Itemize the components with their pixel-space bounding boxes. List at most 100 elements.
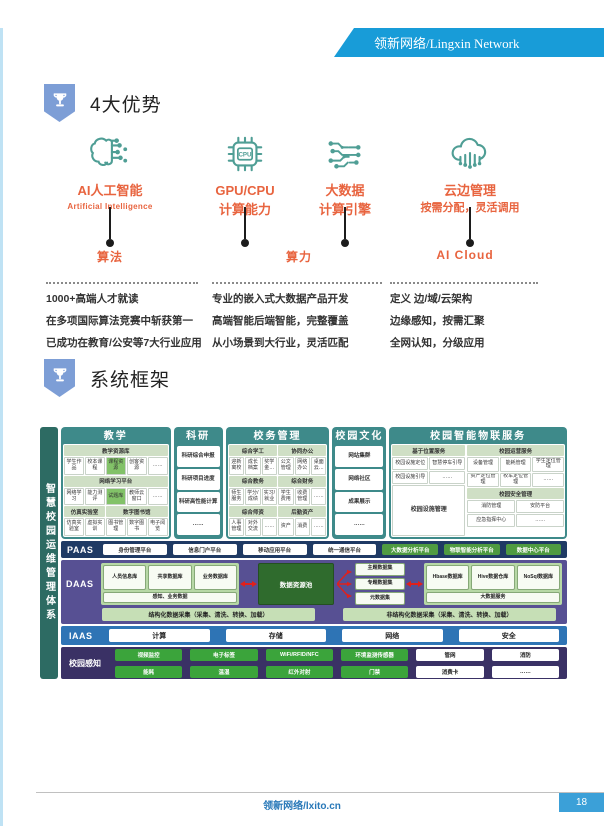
module-cell: …… <box>532 472 564 487</box>
module-cell: 校车定位管理 <box>499 472 532 487</box>
module-cell: …… <box>516 514 564 527</box>
column-research: 科研 科研综合申报科研项目进度科研高性能计算…… <box>173 427 223 539</box>
module-cell: 安防平台 <box>516 500 564 513</box>
data-resource-pool: 数据资源池 <box>258 563 334 605</box>
dataset-stack: 主题数据集专题数据集元数据集 <box>355 563 405 606</box>
module-cell: 师生服务 <box>228 487 245 506</box>
detail-line: 已成功在教育/公安等7大行业应用 <box>46 337 202 350</box>
advantage-detail-block: 定义 边/域/云架构 边缘感知，按需汇聚 全网认知，分级应用 <box>390 282 538 359</box>
column-body: 教学资源库 学生作品校本课程课程资源创客资源…… 网络学习平台 网络学习能力测评… <box>63 444 169 537</box>
module-cell: 创客资源 <box>126 457 147 475</box>
module-cell: 桌面云… <box>310 457 327 475</box>
column-iot: 校园智能物联服务 基于位置服务 校园设施定位智慧停车引导校园设施引导…… 校园设… <box>389 427 567 539</box>
module-cell: …… <box>176 514 220 535</box>
company-name: 领新网络/Lingxin Network <box>374 36 520 51</box>
brain-circuit-icon <box>25 130 195 178</box>
band-header: 综合财务 <box>278 475 327 487</box>
layer-label: PAAS <box>67 544 94 555</box>
column-header: 校园智能物联服务 <box>430 431 527 442</box>
advantage-ai: AI人工智能 Artificial Intelligence <box>25 130 195 212</box>
cell-row: 人事管理对外交流……资产消费…… <box>228 518 327 537</box>
left-edge-strip <box>0 28 3 826</box>
module-cell: 奖学金… <box>261 457 278 475</box>
system-framework-diagram: 智慧校园运维管理体系 教学 教学资源库 学生作品校本课程课程资源创客资源…… 网… <box>40 427 567 679</box>
platform-pill: 物联智能分析平台 <box>443 544 500 555</box>
module-cell: 智慧停车引导 <box>429 457 466 470</box>
module-cell: 成果展示 <box>335 491 384 513</box>
band-header: 综合学工 <box>228 445 278 456</box>
unstructured-collection-bar: 非结构化数据采集（采集、清洗、转换、加载） <box>343 608 556 621</box>
band-header: 网络学习平台 <box>64 475 168 487</box>
database-cell: Hive数据仓库 <box>471 565 515 590</box>
platform-pill: 信息门户平台 <box>172 544 237 555</box>
band-header: 综合教务 <box>228 475 278 487</box>
detail-line: 边缘感知，按需汇聚 <box>390 315 485 328</box>
advantages-grid: AI人工智能 Artificial Intelligence CPU GPU/C… <box>0 0 604 360</box>
paas-layer: PAAS 身份管理平台信息门户平台移动应用平台统一通信平台大数据分析平台物联智能… <box>61 541 567 558</box>
module-cell: 仿真实验室 <box>64 518 84 537</box>
detail-line: 在多项国际算法竞赛中斩获第一 <box>46 315 193 328</box>
resource-cell: 网络 <box>342 629 443 642</box>
connector-stem <box>241 207 249 247</box>
module-cell: 科研高性能计算 <box>176 491 220 513</box>
detail-line: 专业的嵌入式大数据产品开发 <box>212 293 349 305</box>
layer-label: DAAS <box>66 579 94 589</box>
platform-pill: 数据中心平台 <box>505 544 562 555</box>
big-data-circuit-icon <box>260 130 430 178</box>
section-title: 4大优势 <box>90 94 162 116</box>
node-label-computing-power: 算力 <box>285 250 313 264</box>
advantage-subtitle: Artificial Intelligence <box>67 201 153 211</box>
module-cell: 资产定位管理 <box>467 472 499 487</box>
diagram-main: 教学 教学资源库 学生作品校本课程课程资源创客资源…… 网络学习平台 网络学习能… <box>61 427 567 679</box>
footer-site: 领新网络/lxito.cn <box>263 801 341 812</box>
module-cell: 网络办公 <box>294 457 310 475</box>
cell-grid: 设备管理能耗管理学生定位管理资产定位管理校车定位管理…… <box>467 457 564 487</box>
layer-label: IAAS <box>69 630 93 641</box>
module-cell: 学生作品 <box>64 457 84 475</box>
iot-right-panel: 校园运营服务 设备管理能耗管理学生定位管理资产定位管理校车定位管理…… 校园安全… <box>467 445 564 536</box>
column-header: 科研 <box>186 431 211 442</box>
advantage-cloud-edge: 云边管理 按需分配，灵活调用 <box>385 130 555 217</box>
red-double-arrow <box>406 580 423 587</box>
sensor-pill: 电子标签 <box>190 648 258 661</box>
column-admin: 校务管理 综合学工 协同办公 迎新离校成长档案奖学金…公文管理网络办公桌面云… … <box>225 427 330 539</box>
red-fan-arrows <box>337 563 352 605</box>
sensor-pill: 能耗 <box>115 665 183 678</box>
dataset-cell: 专题数据集 <box>355 577 405 591</box>
advantage-detail-block: 专业的嵌入式大数据产品开发 高端智能后端智能，完整覆盖 从小场景到大行业，灵活匹… <box>212 282 382 359</box>
module-cell: …… <box>335 514 384 535</box>
band-header: 综合师资 <box>228 506 278 518</box>
advantages-section-header: 4大优势 <box>44 84 162 122</box>
column-culture: 校园文化 网站集群网络社区成果展示…… <box>332 427 387 539</box>
band-pair: 仿真实验室 数字图书馆 <box>64 506 168 518</box>
module-cell: 实习/就业 <box>261 487 278 506</box>
band-header: 校园运营服务 <box>467 445 564 456</box>
module-cell: 迎新离校 <box>228 457 245 475</box>
daas-layer: DAAS 人员信息库共享数据库业务数据库 感知、业务数据 数据资源池 <box>61 560 567 624</box>
module-cell: 网络学习 <box>64 487 84 506</box>
layer-label: 校园感知 <box>69 658 101 668</box>
dataset-cell: 元数据集 <box>355 592 405 606</box>
module-cell: 教师云窗口 <box>126 487 147 506</box>
platform-pill: 移动应用平台 <box>242 544 307 555</box>
trophy-badge-icon <box>44 359 75 397</box>
cell-list: 网站集群网络社区成果展示…… <box>334 444 384 537</box>
module-cell: 学生定位管理 <box>532 457 564 472</box>
module-cell: 校园设施管理 <box>392 485 466 536</box>
column-body: 综合学工 协同办公 迎新离校成长档案奖学金…公文管理网络办公桌面云… 综合教务 … <box>227 444 328 537</box>
band-header: 教学资源库 <box>64 445 168 456</box>
module-cell: 设备管理 <box>467 457 499 472</box>
node-label-algorithm: 算法 <box>96 250 124 264</box>
module-cell: 人事管理 <box>228 518 245 537</box>
module-cell: 学分/成绩 <box>245 487 261 506</box>
module-cell: 收费管理 <box>294 487 310 506</box>
band-pair: 综合教务 综合财务 <box>228 475 327 487</box>
module-cell: 校园设施引导 <box>392 471 429 484</box>
module-cell: 网站集群 <box>335 446 384 467</box>
module-cell: 能耗管理 <box>499 457 532 472</box>
sensor-pill: 环境监测传感器 <box>341 648 409 661</box>
module-cell: 校本课程 <box>84 457 105 475</box>
framework-section-header: 系统框架 <box>44 359 170 397</box>
